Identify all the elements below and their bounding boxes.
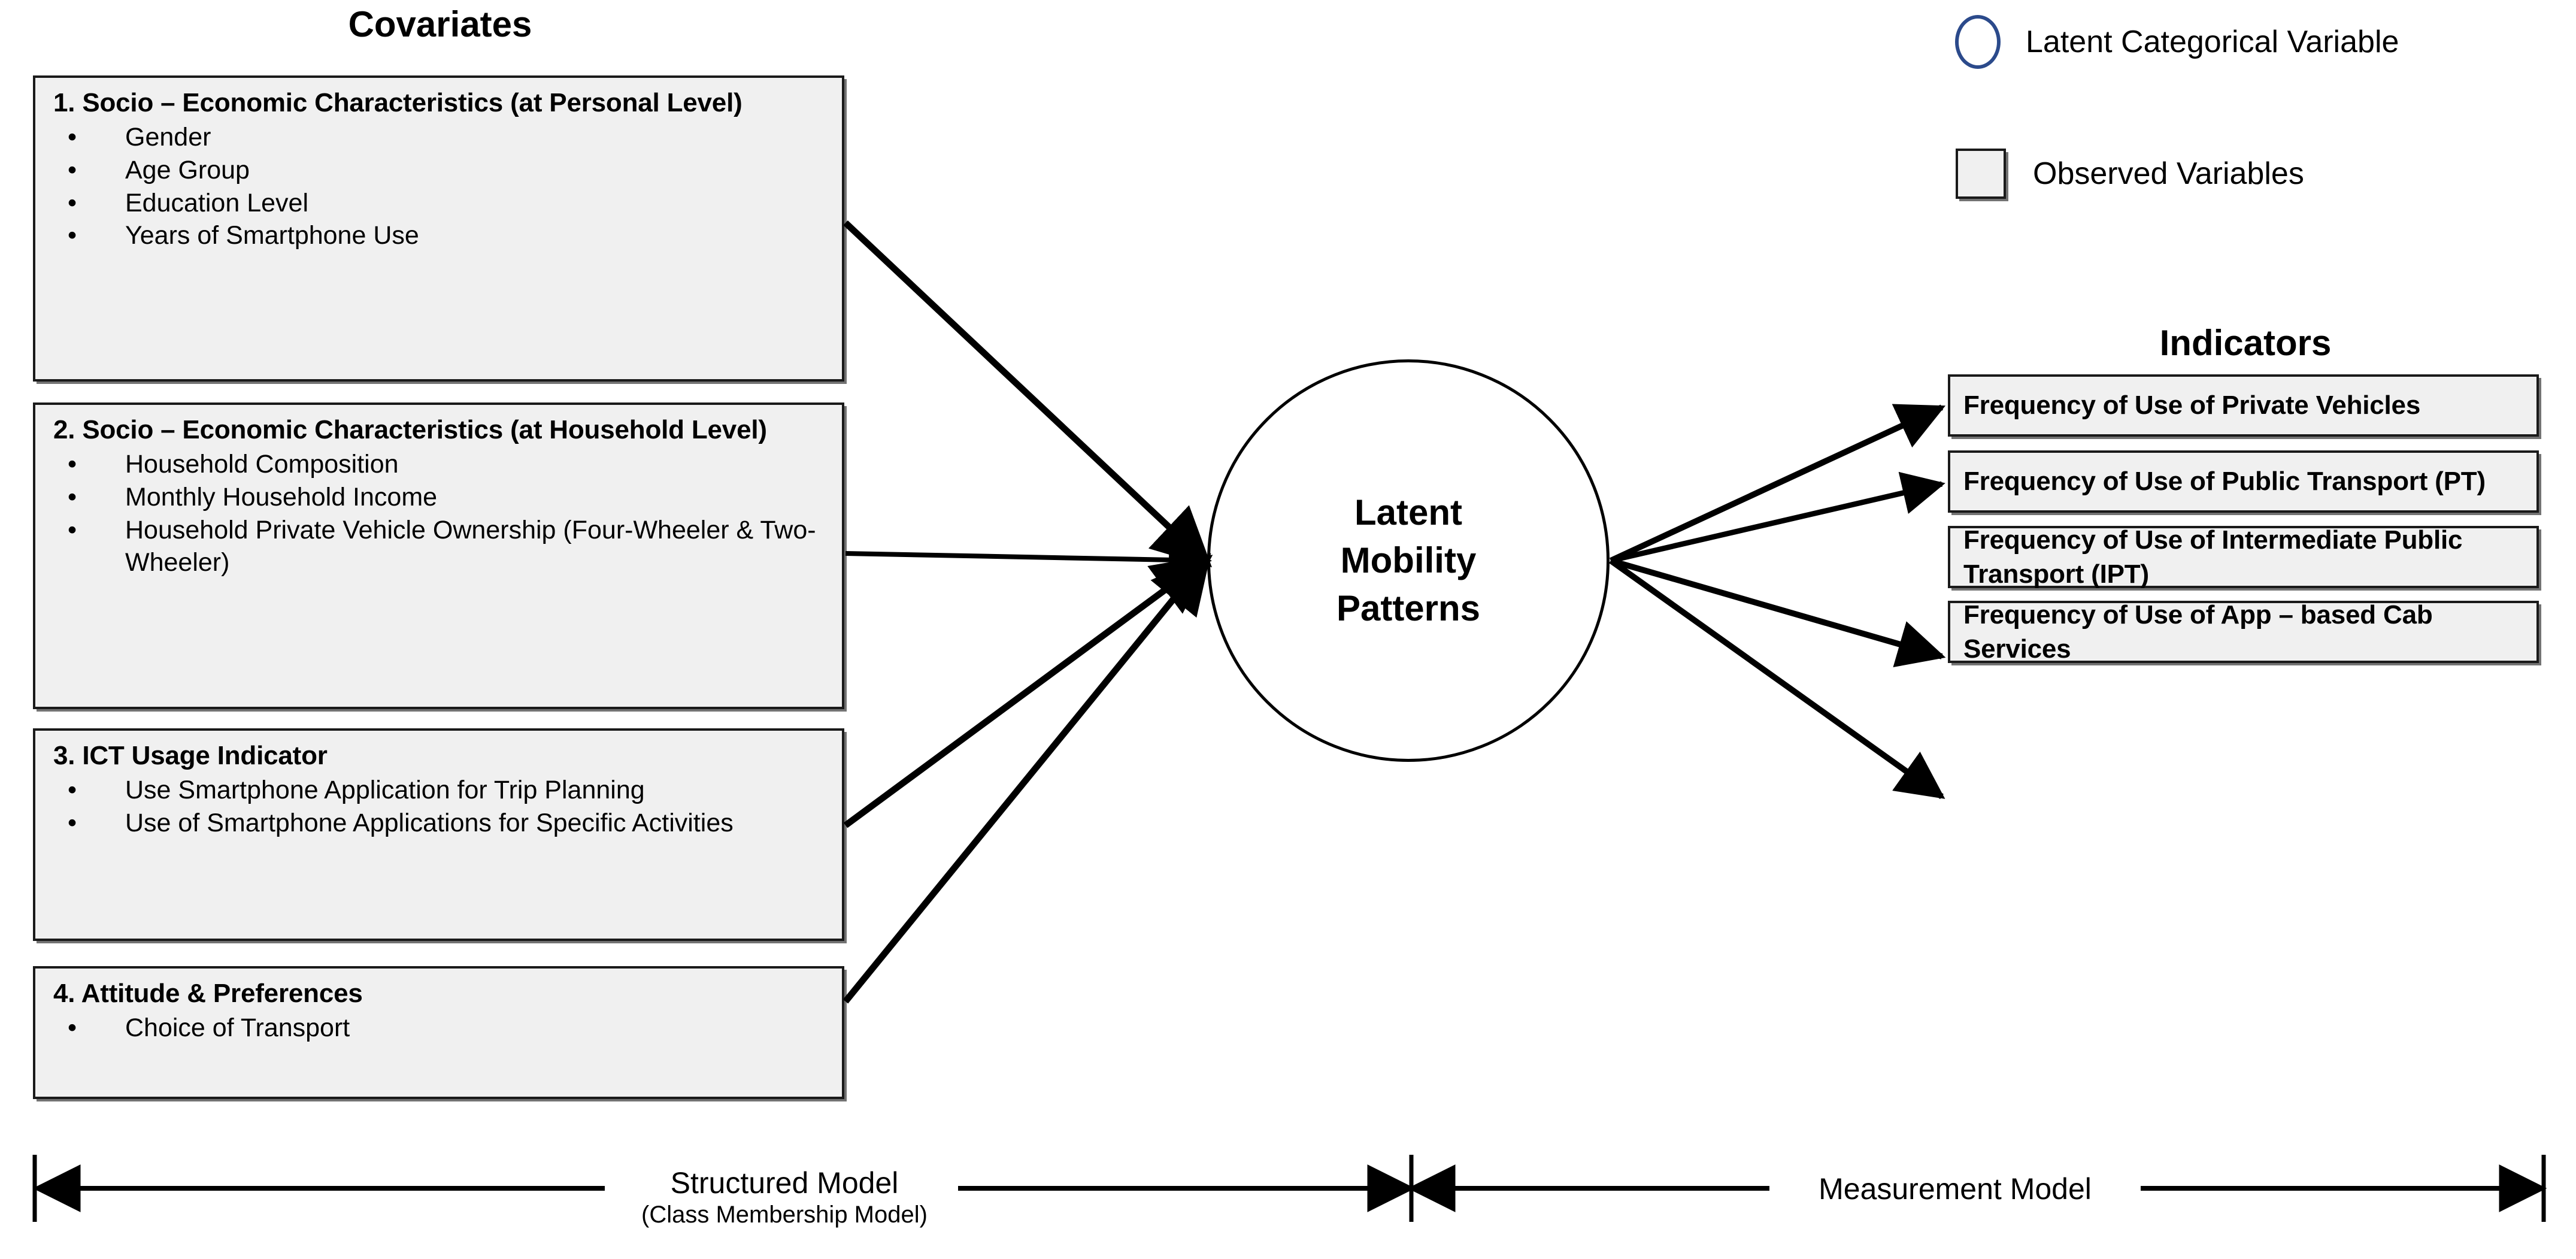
bullet-icon: • [68,155,77,184]
latent-variable-node[interactable]: Latent Mobility Patterns [1207,359,1610,762]
list-item: • Gender [53,121,826,154]
indicator-box-1[interactable]: Frequency of Use of Private Vehicles [1948,374,2539,437]
arrow-covariate-3-to-latent [843,555,1213,828]
covariate-box-4-list: • Choice of Transport [53,1012,826,1045]
list-item: • Use of Smartphone Applications for Spec… [53,807,826,840]
covariate-box-2[interactable]: 2. Socio – Economic Characteristics (at … [33,402,844,709]
bullet-icon: • [68,776,77,805]
covariate-box-3[interactable]: 3. ICT Usage Indicator • Use Smartphone A… [33,728,844,941]
arrow-covariate-1-to-latent [843,220,1213,568]
indicator-box-2-label: Frequency of Use of Public Transport (PT… [1963,467,2486,497]
covariate-box-1-title: 1. Socio – Economic Characteristics (at … [53,88,743,117]
indicator-box-2[interactable]: Frequency of Use of Public Transport (PT… [1948,450,2539,513]
arrow-latent-to-indicator-3 [1610,558,1946,668]
list-item-label: Household Composition [125,450,399,479]
latent-variable-label: Latent Mobility Patterns [1336,492,1481,628]
bullet-icon: • [68,1013,77,1043]
ellipse-outline-icon [1955,15,2001,69]
arrow-latent-to-indicator-2 [1610,471,1945,564]
covariate-box-2-list: • Household Composition • Monthly Househol… [53,448,826,579]
indicator-box-1-label: Frequency of Use of Private Vehicles [1963,391,2421,420]
indicator-box-4[interactable]: Frequency of Use of App – based Cab Serv… [1948,600,2539,664]
bullet-icon: • [68,808,77,837]
bullet-icon: • [68,450,77,479]
list-item: • Years of Smartphone Use [53,219,826,252]
measurement-model-span-label: Measurement Model [1769,1173,2141,1206]
covariates-heading: Covariates [348,4,532,44]
arrow-covariate-4-to-latent [842,553,1211,1004]
bullet-icon: • [68,123,77,152]
bullet-icon: • [68,188,77,217]
legend-label-latent: Latent Categorical Variable [2026,25,2399,59]
indicator-box-4-label: Frequency of Use of App – based Cab Serv… [1963,600,2433,664]
list-item-label: Use of Smartphone Applications for Speci… [125,808,734,837]
covariate-box-3-title: 3. ICT Usage Indicator [53,741,328,770]
arrow-latent-to-indicator-1 [1609,404,1946,564]
bullet-icon: • [68,221,77,250]
measurement-model-label: Measurement Model [1819,1172,2092,1206]
list-item-label: Education Level [125,188,308,217]
indicator-box-3[interactable]: Frequency of Use of Intermediate Public … [1948,525,2539,589]
indicator-box-3-label: Frequency of Use of Intermediate Public … [1963,525,2463,589]
legend-item-observed: Observed Variables [1956,149,2304,199]
list-item: • Choice of Transport [53,1012,826,1045]
legend-label-observed: Observed Variables [2033,156,2304,191]
list-item-label: Age Group [125,155,250,184]
list-item-label: Choice of Transport [125,1013,350,1043]
list-item: • Use Smartphone Application for Trip Pla… [53,774,826,807]
covariate-box-1-list: • Gender • Age Group • Education Level • Yea… [53,121,826,252]
bullet-icon: • [68,482,77,512]
list-item-label: Household Private Vehicle Ownership (Fou… [125,515,816,577]
covariate-box-4[interactable]: 4. Attitude & Preferences • Choice of Tra… [33,966,844,1099]
indicators-heading: Indicators [2159,323,2332,363]
structured-model-sublabel: (Class Membership Model) [641,1202,928,1228]
covariate-box-4-title: 4. Attitude & Preferences [53,979,363,1008]
list-item: • Household Composition [53,448,826,481]
list-item: • Age Group [53,154,826,187]
covariate-box-2-title: 2. Socio – Economic Characteristics (at … [53,415,767,444]
list-item: • Household Private Vehicle Ownership (Fo… [53,514,826,579]
arrow-latent-to-indicator-4 [1609,558,1945,800]
list-item-label: Use Smartphone Application for Trip Plan… [125,776,645,805]
list-item: • Monthly Household Income [53,481,826,514]
rectangle-filled-icon [1956,149,2006,199]
list-item-label: Years of Smartphone Use [125,221,419,250]
list-item-label: Monthly Household Income [125,482,438,512]
list-item: • Education Level [53,187,826,220]
covariate-box-3-list: • Use Smartphone Application for Trip Pla… [53,774,826,839]
bullet-icon: • [68,515,77,544]
structured-model-label: Structured Model [670,1166,899,1200]
legend-item-latent: Latent Categorical Variable [1955,15,2399,69]
structured-model-span-label: Structured Model (Class Membership Model… [605,1167,964,1230]
covariate-box-1[interactable]: 1. Socio – Economic Characteristics (at … [33,75,844,382]
list-item-label: Gender [125,123,211,152]
arrow-covariate-2-to-latent [845,538,1212,582]
